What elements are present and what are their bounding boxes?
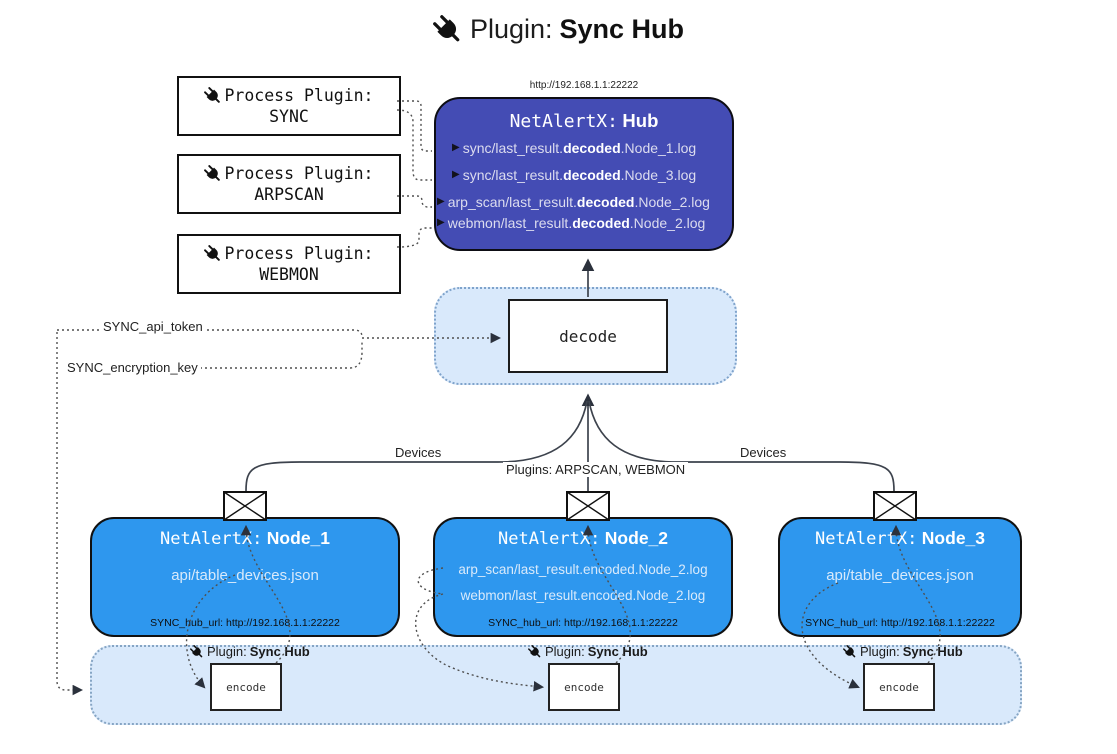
node-box-node-1: NetAlertX: Node_1 api/table_devices.json…: [90, 517, 400, 637]
log-path-bold: decoded: [572, 215, 630, 231]
page-title: Plugin: Sync Hub: [0, 14, 1117, 45]
encode-box: encode: [863, 663, 935, 711]
log-path-suffix: .Node_2.log: [629, 215, 706, 231]
process-plugin-name: SYNC: [269, 107, 309, 126]
plug-icon: [843, 644, 857, 659]
hub-url-label: http://192.168.1.1:22222: [529, 80, 639, 91]
hub-log-line: ▶ webmon/last_result.decoded.Node_2.log: [436, 213, 732, 233]
envelope-icon: [566, 491, 610, 521]
node-title: NetAlertX: Node_1: [92, 528, 398, 549]
node-title-prefix: NetAlertX:: [814, 529, 918, 549]
node-title: NetAlertX: Node_3: [780, 528, 1020, 549]
encoder-plugin-label: Plugin: Sync Hub: [190, 644, 310, 659]
process-plugin-box-webmon: Process Plugin: WEBMON: [177, 234, 401, 294]
envelope-icon: [223, 491, 267, 521]
encode-box: encode: [548, 663, 620, 711]
hub-log-line: ▶ sync/last_result.decoded.Node_3.log: [436, 165, 732, 185]
process-plugin-label: Process Plugin:: [224, 244, 374, 263]
node-box-node-2: NetAlertX: Node_2 arp_scan/last_result.e…: [433, 517, 733, 637]
encoder-label-bold: Sync Hub: [249, 644, 310, 659]
process-plugin-name: WEBMON: [259, 265, 319, 284]
process-plugin-label: Process Plugin:: [224, 164, 374, 183]
process-plugin-name: ARPSCAN: [254, 185, 324, 204]
encoder-label-prefix: Plugin:: [545, 644, 585, 659]
encoder-label-bold: Sync Hub: [902, 644, 963, 659]
hub-log-line: ▶ arp_scan/last_result.decoded.Node_2.lo…: [436, 192, 732, 212]
node-title: NetAlertX: Node_2: [435, 528, 731, 549]
webmon-plugin-to-hub-line4: [396, 227, 432, 248]
plug-icon: [190, 644, 204, 659]
arrow-right-icon: ▶: [437, 196, 445, 207]
node-file: api/table_devices.json: [171, 567, 319, 584]
encoder-plugin-label: Plugin: Sync Hub: [528, 644, 648, 659]
node-file: webmon/last_result.encoded.Node_2.log: [460, 588, 706, 603]
log-path-bold: decoded: [563, 167, 621, 183]
log-path-suffix: .Node_3.log: [620, 167, 697, 183]
arrow-right-icon: ▶: [452, 142, 460, 153]
arrow-right-icon: ▶: [452, 169, 460, 180]
node-hub-url: SYNC_hub_url: http://192.168.1.1:22222: [488, 617, 678, 629]
hub-title-bold: Hub: [622, 110, 659, 131]
devices-label-left: Devices: [392, 445, 445, 460]
node-box-node-3: NetAlertX: Node_3 api/table_devices.json…: [778, 517, 1022, 637]
devices-label-right: Devices: [737, 445, 790, 460]
encoder-label-prefix: Plugin:: [207, 644, 247, 659]
log-path: webmon/last_result.: [447, 215, 573, 231]
node-hub-url: SYNC_hub_url: http://192.168.1.1:22222: [805, 617, 995, 629]
hub-box: NetAlertX: Hub ▶ sync/last_result.decode…: [434, 97, 734, 251]
plug-icon: [204, 164, 222, 183]
arrow-right-icon: ▶: [437, 217, 445, 228]
sync-plugin-to-hub-line1: [397, 100, 432, 152]
hub-title-prefix: NetAlertX:: [509, 111, 618, 132]
hub-log-line: ▶ sync/last_result.decoded.Node_1.log: [436, 138, 732, 158]
sync-api-token-label: SYNC_api_token: [100, 319, 206, 334]
plug-icon: [433, 14, 463, 45]
envelope-icon: [873, 491, 917, 521]
sync-encryption-key-label: SYNC_encryption_key: [64, 360, 201, 375]
encoder-label-prefix: Plugin:: [860, 644, 900, 659]
sync-plugin-to-hub-line2: [396, 109, 432, 181]
node-file: arp_scan/last_result.encoded.Node_2.log: [458, 562, 708, 577]
hub-title: NetAlertX: Hub: [436, 110, 732, 132]
process-plugin-box-sync: Process Plugin: SYNC: [177, 76, 401, 136]
plugins-label-center: Plugins: ARPSCAN, WEBMON: [503, 462, 689, 477]
decode-box: decode: [508, 299, 668, 373]
encoder-plugin-label: Plugin: Sync Hub: [843, 644, 963, 659]
plug-icon: [204, 244, 222, 263]
encode-box: encode: [210, 663, 282, 711]
node-title-bold: Node_1: [266, 528, 331, 548]
node-file: api/table_devices.json: [826, 567, 974, 584]
title-prefix: Plugin:: [469, 14, 553, 44]
encoder-label-bold: Sync Hub: [587, 644, 648, 659]
node-hub-url: SYNC_hub_url: http://192.168.1.1:22222: [150, 617, 340, 629]
node-title-bold: Node_3: [921, 528, 986, 548]
log-path-suffix: .Node_1.log: [620, 140, 697, 156]
log-path: sync/last_result.: [462, 140, 564, 156]
plug-icon: [204, 86, 222, 105]
node-title-prefix: NetAlertX:: [159, 529, 263, 549]
process-plugin-box-arpscan: Process Plugin: ARPSCAN: [177, 154, 401, 214]
log-path-bold: decoded: [576, 194, 635, 210]
log-path: arp_scan/last_result.: [447, 194, 577, 210]
node-title-prefix: NetAlertX:: [497, 529, 601, 549]
log-path-suffix: .Node_2.log: [634, 194, 710, 210]
arpscan-plugin-to-hub-line3: [397, 195, 432, 208]
process-plugin-label: Process Plugin:: [224, 86, 374, 105]
log-path: sync/last_result.: [462, 167, 564, 183]
title-bold: Sync Hub: [559, 14, 685, 44]
log-path-bold: decoded: [563, 140, 621, 156]
plug-icon: [528, 644, 542, 659]
keys-to-encoders-arrow: [56, 332, 84, 696]
node-title-bold: Node_2: [604, 528, 669, 548]
